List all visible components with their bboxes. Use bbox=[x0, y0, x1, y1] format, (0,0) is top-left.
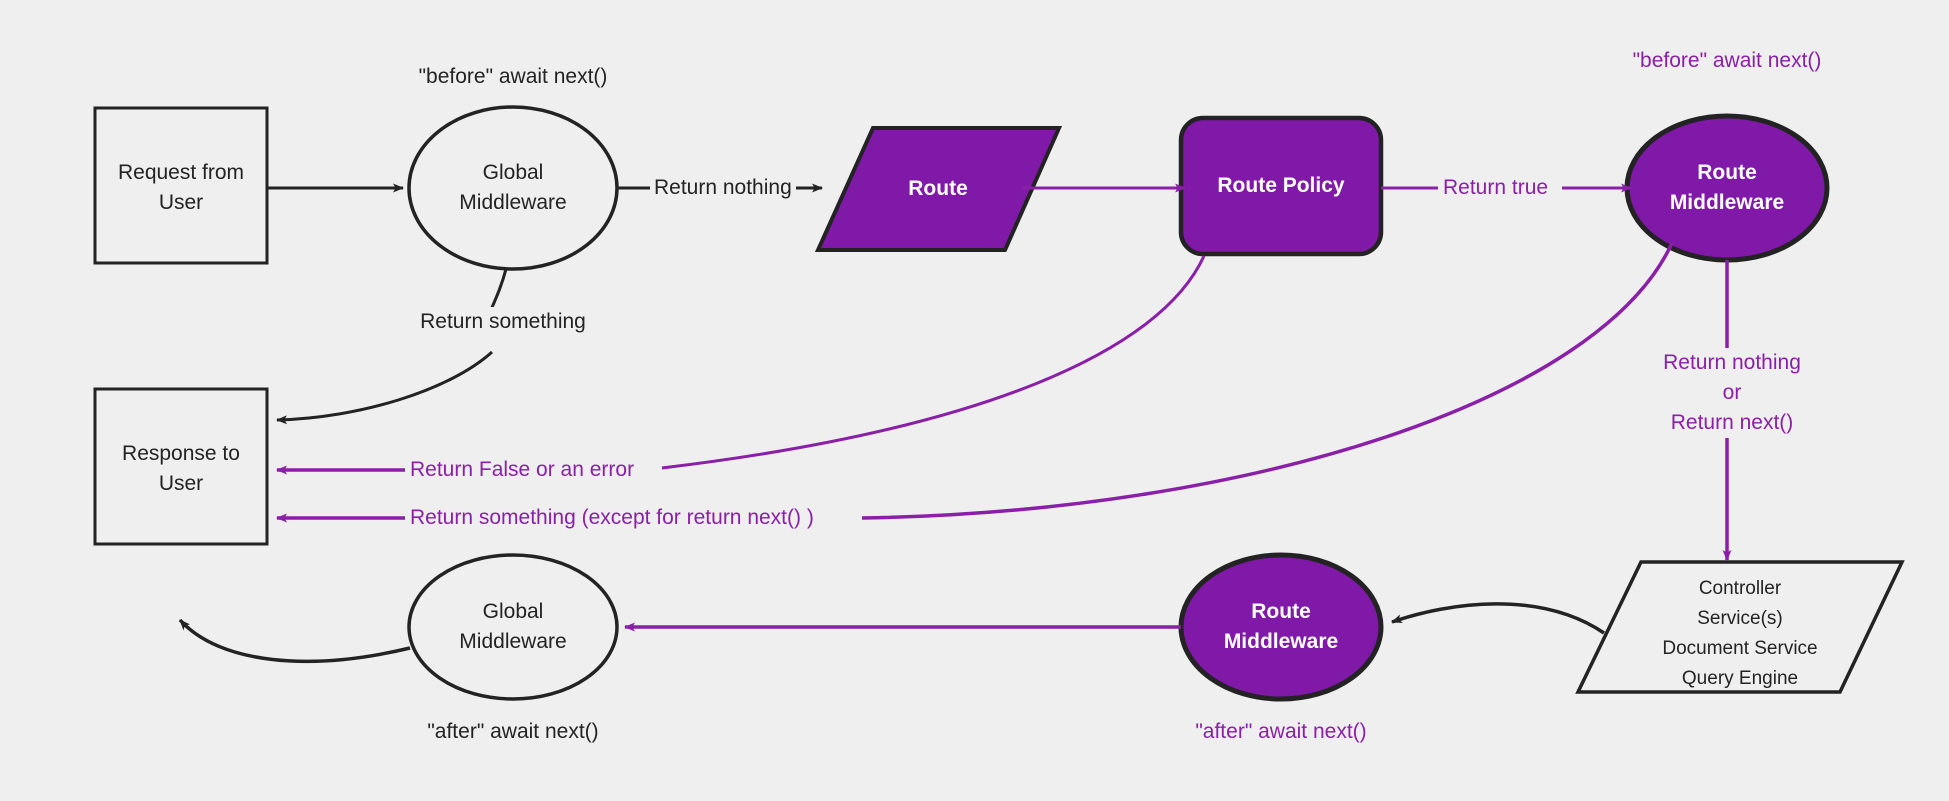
node-request-from-user bbox=[93, 106, 269, 265]
edge-label-return-nothing: Return nothing bbox=[650, 173, 796, 203]
edge-label-return-something-top: Return something bbox=[409, 307, 597, 337]
annotation-after-await-next-global: "after" await next() bbox=[427, 720, 599, 743]
node-controller-services bbox=[1575, 560, 1905, 694]
node-route-middleware-top bbox=[1624, 113, 1830, 263]
node-global-middleware-top bbox=[407, 105, 619, 271]
edge-global-middleware-return-something-lower bbox=[276, 350, 494, 425]
edge-route-middleware-return-something-curve bbox=[861, 242, 1674, 520]
edge-label-return-something-except-next: Return something (except for return next… bbox=[405, 503, 819, 533]
edge-global-middleware-bottom-to-response bbox=[178, 618, 411, 664]
node-route bbox=[814, 126, 1063, 252]
edge-label-return-true: Return true bbox=[1438, 173, 1554, 203]
node-route-policy bbox=[1178, 115, 1384, 257]
edge-label-return-false-or-error: Return False or an error bbox=[405, 455, 640, 485]
annotation-after-await-next-route-middleware: "after" await next() bbox=[1195, 720, 1367, 743]
node-global-middleware-bottom bbox=[407, 553, 619, 701]
edge-route-policy-return-false-curve bbox=[661, 255, 1206, 470]
annotation-before-await-next-global: "before" await next() bbox=[418, 65, 608, 88]
annotation-before-await-next-route-middleware: "before" await next() bbox=[1632, 49, 1822, 72]
edge-controller-to-route-middleware-bottom bbox=[1391, 602, 1605, 635]
edge-label-return-nothing-or-next: Return nothing or Return next() bbox=[1617, 348, 1847, 438]
node-route-middleware-bottom bbox=[1178, 552, 1384, 702]
node-response-to-user bbox=[93, 387, 269, 546]
